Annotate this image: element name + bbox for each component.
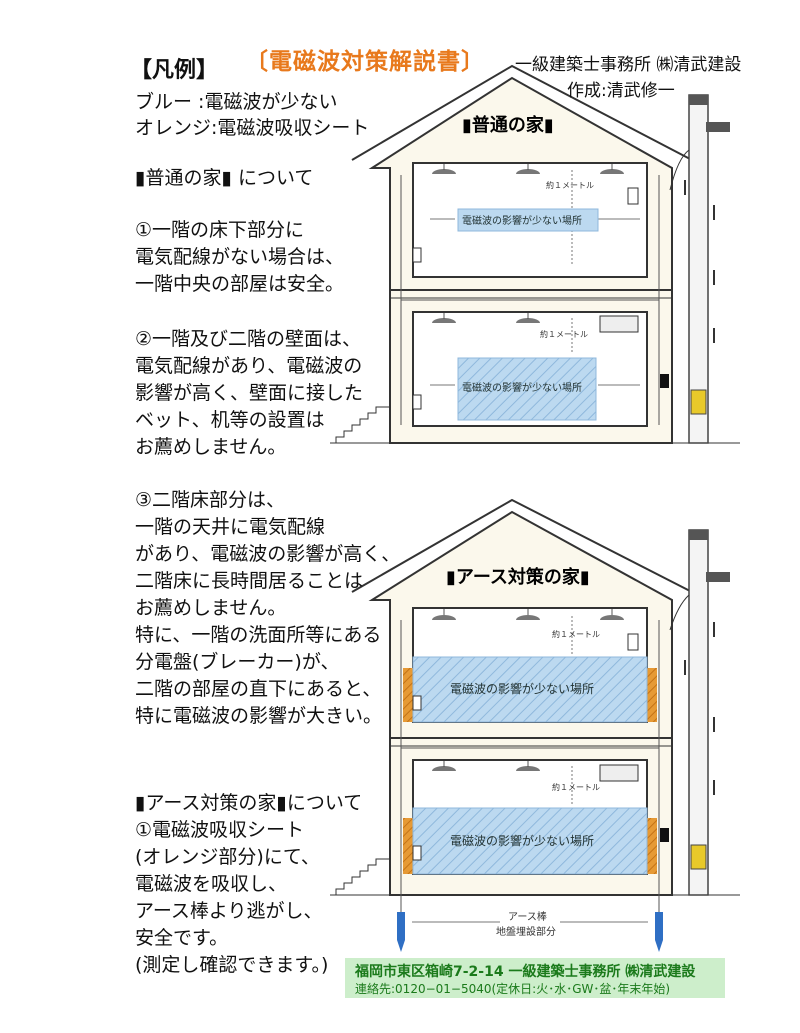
text-line: 一階中央の部屋は安全。 (135, 273, 345, 295)
text-line: ベット、机等の設置は (135, 409, 325, 431)
lamp-icon (600, 164, 624, 174)
legend-blue: ブルー :電磁波が少ない (135, 91, 338, 113)
lamp-icon (432, 313, 456, 323)
text-line: お薦めしません。 (135, 436, 287, 458)
author-name: 作成:清武修一 (567, 81, 675, 101)
house-normal (330, 64, 740, 444)
text-line: アース棒より逃がし、 (135, 900, 323, 922)
text-line: 電気配線があり、電磁波の (135, 355, 363, 377)
distance-label: 約１メートル (552, 629, 600, 639)
utility-pole (688, 529, 709, 896)
legend-heading: 【凡例】 (130, 58, 219, 83)
meter-icon (660, 828, 669, 842)
lamp-icon (516, 313, 540, 323)
text-line: ①一階の床下部分に (135, 219, 305, 241)
transformer-icon (706, 122, 730, 132)
outlet-icon (412, 247, 422, 263)
text-line: 二階床に長時間居ることは (135, 570, 364, 592)
section-earth-heading: ▮アース対策の家▮について (135, 792, 363, 814)
lamp-icon (516, 609, 540, 620)
house-earth-label: ▮アース対策の家▮ (446, 566, 590, 588)
outlet-icon (412, 845, 422, 861)
house-normal-roof (351, 64, 693, 161)
footer-phone: 連絡先:0120−01−5040(定休日:火･水･GW･盆･年末年始) (355, 982, 671, 996)
text-line: 電気配線がない場合は、 (135, 246, 345, 268)
lamp-icon (516, 164, 540, 174)
section-normal-p2: ②一階及び二階の壁面は、 電気配線があり、電磁波の 影響が高く、壁面に接した ベ… (135, 326, 363, 461)
switch-icon (627, 633, 639, 651)
absorption-sheet (647, 818, 657, 874)
distance-label: 約１メートル (546, 180, 594, 190)
section-normal-p3: ③二階床部分は、 一階の天井に電気配線 があり、電磁波の影響が高く、 二階床に長… (135, 487, 400, 730)
safe-zone-lower (457, 357, 597, 421)
text-line: があり、電磁波の影響が高く、 (135, 543, 401, 565)
switch-icon (627, 187, 639, 205)
safe-zone-label: 電磁波の影響が少ない場所 (450, 833, 594, 848)
lamp-icon (600, 609, 624, 620)
text-line: 安全です。 (135, 927, 229, 949)
distance-label: 約１メートル (540, 329, 588, 339)
house-earth-roof (351, 498, 693, 593)
office-name: 一級建築士事務所 ㈱清武建設 (515, 55, 742, 75)
document-title: 〔電磁波対策解説書〕 (245, 49, 485, 75)
outlet-icon (412, 695, 422, 711)
text-line: 特に、一階の洗面所等にある (135, 624, 382, 646)
section-normal-heading: ▮普通の家▮ について (135, 167, 314, 189)
outlet-icon (412, 394, 422, 410)
text-line: ②一階及び二階の壁面は、 (135, 328, 362, 350)
section-normal-p1: ①一階の床下部分に 電気配線がない場合は、 一階中央の部屋は安全。 (135, 217, 344, 298)
legend-orange: オレンジ:電磁波吸収シート (135, 117, 370, 139)
text-line: 一階の天井に電気配線 (135, 516, 326, 538)
text-line: (オレンジ部分)にて、 (135, 846, 320, 868)
text-line: 電磁波を吸収し、 (135, 873, 288, 895)
safe-zone-label: 電磁波の影響が少ない場所 (462, 214, 582, 227)
safe-zone-upper (412, 656, 648, 723)
safe-zone-lower (412, 807, 648, 875)
footer-address: 福岡市東区箱崎7-2-14 一級建築士事務所 ㈱清武建設 (355, 964, 696, 980)
text-line: 分電盤(ブレーカー)が、 (135, 651, 340, 673)
absorption-sheet (647, 668, 657, 722)
section-earth-p1: ①電磁波吸収シート (オレンジ部分)にて、 電磁波を吸収し、 アース棒より逃がし… (135, 817, 328, 979)
earth-rod-right (655, 912, 663, 952)
house-earth (330, 498, 740, 952)
breaker-panel-icon (599, 315, 639, 333)
safe-zone-upper (457, 208, 599, 232)
entrance-steps (335, 858, 390, 895)
lamp-icon (432, 609, 456, 620)
text-line: お薦めしません。 (135, 597, 287, 619)
earth-rod-left (397, 912, 405, 952)
safe-zone-label: 電磁波の影響が少ない場所 (450, 681, 594, 696)
entrance-steps (335, 406, 390, 443)
breaker-panel-icon (599, 764, 639, 782)
lamp-icon (432, 761, 456, 771)
meter-icon (660, 374, 669, 388)
transformer-icon (706, 572, 730, 582)
absorption-sheet (403, 668, 413, 722)
house-normal-label: ▮普通の家▮ (462, 114, 554, 136)
text-line: 影響が高く、壁面に接した (135, 382, 364, 404)
earth-rod-label: アース棒 (508, 910, 547, 923)
earth-rod-label: 地盤埋設部分 (496, 925, 556, 938)
distance-label: 約１メートル (552, 782, 600, 792)
text-line: ③二階床部分は、 (135, 489, 286, 511)
text-line: ①電磁波吸収シート (135, 819, 305, 841)
text-line: 特に電磁波の影響が大きい。 (135, 705, 383, 727)
lamp-icon (432, 164, 456, 174)
text-line: (測定し確認できます。) (135, 954, 329, 976)
text-line: 二階の部屋の直下にあると、 (135, 678, 382, 700)
footer-contact-box: 福岡市東区箱崎7-2-14 一級建築士事務所 ㈱清武建設 連絡先:0120−01… (345, 958, 725, 998)
absorption-sheet (403, 818, 413, 874)
safe-zone-label: 電磁波の影響が少ない場所 (462, 381, 582, 394)
lamp-icon (516, 761, 540, 771)
